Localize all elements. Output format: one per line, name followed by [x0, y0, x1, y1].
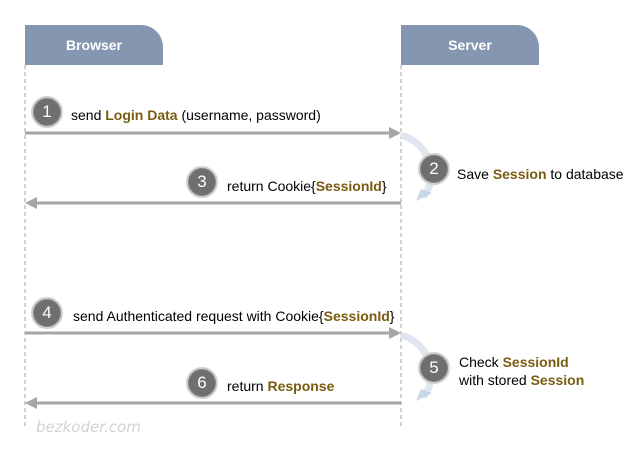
- step-6-keyword: Response: [267, 378, 335, 394]
- step-5-text-pre: Check: [459, 354, 503, 370]
- step-3-keyword: SessionId: [315, 178, 382, 194]
- arrow-cookie-response: [25, 197, 401, 209]
- step-5-badge: 5: [418, 352, 450, 384]
- server-header-label: Server: [448, 37, 492, 53]
- step-6-text-pre: return: [227, 378, 268, 394]
- step-2-keyword: Session: [492, 166, 547, 182]
- step-2-text-post: to database: [546, 166, 624, 182]
- step-2-badge: 2: [418, 153, 450, 185]
- step-1-text-post: (username, password): [177, 107, 321, 123]
- step-3-number: 3: [197, 172, 207, 191]
- step-4-label: send Authenticated request with Cookie{S…: [73, 308, 394, 324]
- step-5-number: 5: [429, 358, 439, 377]
- step-6-number: 6: [197, 373, 207, 392]
- step-5-text-pre2: with stored: [459, 372, 531, 388]
- step-5-line-1: Check SessionId: [459, 353, 584, 371]
- step-2-number: 2: [429, 159, 439, 178]
- step-1-text-pre: send: [71, 107, 106, 123]
- browser-header: Browser: [25, 25, 163, 65]
- watermark: bezkoder.com: [36, 418, 141, 436]
- step-4-text-pre: send Authenticated request with Cookie{: [73, 308, 324, 324]
- step-1-number: 1: [42, 102, 52, 121]
- step-5-keyword: SessionId: [502, 354, 569, 370]
- step-1-keyword: Login Data: [105, 107, 178, 123]
- arrow-response: [25, 397, 401, 409]
- step-5-label: Check SessionId with stored Session: [459, 353, 584, 389]
- step-1-label: send Login Data (username, password): [71, 107, 321, 123]
- step-5-line-2: with stored Session: [459, 371, 584, 389]
- step-6-label: return Response: [227, 378, 334, 394]
- arrow-authenticated-request: [25, 327, 401, 339]
- browser-header-label: Browser: [65, 37, 123, 53]
- step-4-text-post: }: [389, 308, 395, 324]
- step-4-number: 4: [42, 303, 52, 322]
- arrow-login-request: [25, 127, 401, 139]
- step-4-keyword: SessionId: [323, 308, 390, 324]
- step-1-badge: 1: [31, 96, 63, 128]
- step-3-text-post: }: [381, 178, 387, 194]
- step-3-text-pre: return Cookie{: [227, 178, 316, 194]
- step-6-badge: 6: [186, 367, 218, 399]
- step-4-badge: 4: [31, 297, 63, 329]
- step-2-label: Save Session to database: [457, 166, 624, 182]
- step-5-keyword-2: Session: [530, 372, 585, 388]
- step-3-label: return Cookie{SessionId}: [227, 178, 387, 194]
- step-2-text-pre: Save: [457, 166, 493, 182]
- step-3-badge: 3: [186, 166, 218, 198]
- server-header: Server: [401, 25, 539, 65]
